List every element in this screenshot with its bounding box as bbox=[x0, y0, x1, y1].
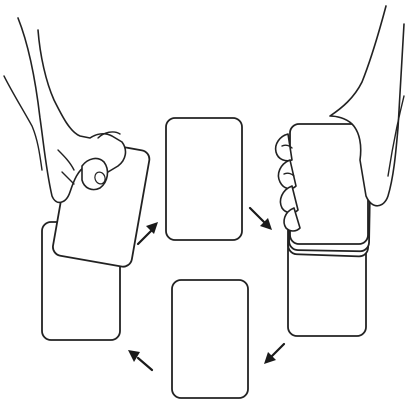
arrow-icon-down-left-right-side bbox=[264, 344, 284, 364]
right-card-stack bbox=[288, 124, 372, 336]
arrow-icon-up-left bbox=[128, 350, 152, 370]
top-card bbox=[166, 118, 242, 240]
arrow-icon-up-right bbox=[138, 222, 158, 244]
bottom-card bbox=[172, 280, 248, 398]
right-held-card bbox=[290, 124, 368, 244]
left-hand-icon bbox=[4, 18, 151, 268]
arrow-icon-down-right bbox=[250, 208, 272, 230]
